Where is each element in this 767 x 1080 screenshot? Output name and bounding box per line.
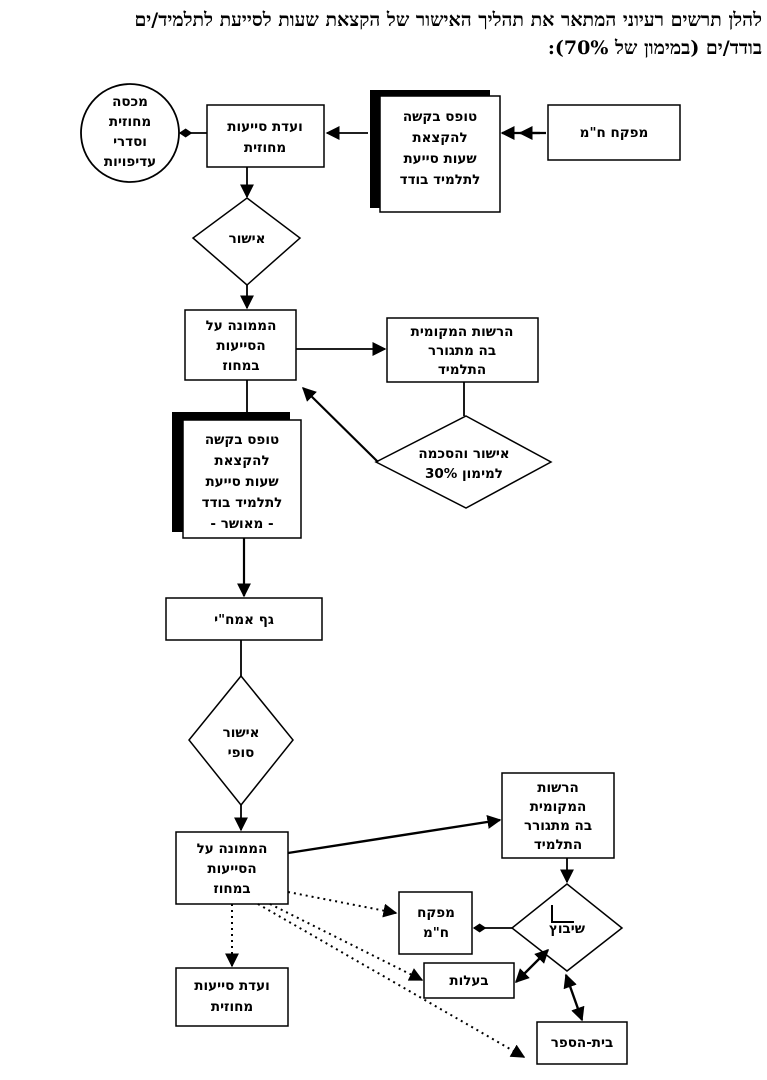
label-district-officer-1: הממונה על [206, 318, 277, 334]
label-final-approval-1: אישור [223, 725, 260, 741]
label-district-committee2-2: מחוזית [211, 999, 253, 1015]
arrow-placement-school [563, 973, 585, 1022]
dotted-officer2-to-supervisor [287, 891, 398, 918]
node-local-authority [386, 317, 539, 383]
label-local-authority2-1: הרשות [537, 780, 579, 796]
label-request-form-2: להקצאת [412, 130, 467, 146]
label-school: בית-הספר [551, 1035, 614, 1051]
dotted-officer2-to-employers [269, 903, 424, 981]
label-approval-1: אישור [229, 231, 266, 247]
label-approved-form-1: טופס בקשה [205, 432, 279, 448]
label-final-approval-2: סופי [228, 745, 255, 761]
label-district-officer2-2: הסייעות [207, 861, 256, 877]
label-quota-4: עדיפויות [104, 154, 156, 170]
node-district-officer [184, 309, 297, 381]
label-local-authority-1: הרשות המקומית [411, 324, 514, 340]
label-approved-form-5: - מאושר - [210, 516, 273, 532]
label-quota-1: מכסה [112, 94, 148, 110]
node-district-committee-2 [175, 967, 289, 1027]
label-district-officer-2: הסייעות [216, 338, 265, 354]
label-local-authority2-2: המקומית [530, 799, 587, 815]
label-district-committee-2: מחוזית [244, 140, 286, 156]
node-request-form [379, 95, 501, 213]
arrow-officer2-to-authority2 [287, 815, 502, 855]
title-line-1: להלן תרשים רעיוני המתאר את תהליך האישור … [134, 9, 762, 31]
label-district-officer2-3: במחוז [213, 881, 250, 897]
label-district-committee-1: ועדת סייעות [227, 119, 302, 135]
page-title: להלן תרשים רעיוני המתאר את תהליך האישור … [6, 6, 762, 62]
node-approval-30 [374, 415, 553, 509]
node-amah-body [165, 597, 323, 641]
node-approved-form [182, 419, 302, 539]
label-placement: שיבוץ [549, 921, 586, 937]
node-employers [423, 962, 515, 999]
label-approved-form-2: להקצאת [214, 453, 269, 469]
node-school [536, 1021, 628, 1065]
label-request-form-4: לתלמיד בודד [400, 172, 481, 188]
label-amah-body: גף אמח"י [214, 612, 274, 628]
label-approved-form-3: שעות סייעת [205, 474, 279, 490]
label-quota-3: וסדרי [113, 134, 147, 150]
label-local-authority2-3: בה מתגורר [524, 818, 592, 834]
label-request-form-1: טופס בקשה [403, 109, 477, 125]
node-district-committee [206, 104, 325, 168]
label-request-form-3: שעות סייעת [403, 151, 477, 167]
node-local-authority-2 [501, 772, 615, 859]
label-quota-2: מחוזית [109, 114, 151, 130]
node-supervisor-bottom [398, 891, 473, 955]
arrow-approval30-to-officer [302, 387, 379, 463]
label-district-officer-3: במחוז [222, 358, 259, 374]
label-approval30-1: אישור והסכמה [418, 446, 509, 462]
label-supervisor-bottom-2: ח"מ [423, 925, 449, 941]
label-employers: בעלות [449, 973, 488, 989]
label-district-officer2-1: הממונה על [197, 841, 268, 857]
arrow-placement-employers [515, 949, 549, 983]
label-local-authority-3: התלמיד [438, 362, 486, 378]
label-approved-form-4: לתלמיד בודד [202, 495, 283, 511]
node-district-officer-2 [175, 831, 289, 905]
label-local-authority2-4: התלמיד [534, 837, 582, 853]
title-line-2: בודד/ים (במימון של 70%): [547, 37, 762, 59]
label-approval30-2: למימון 30% [425, 466, 503, 482]
node-supervisor-top [547, 104, 681, 161]
label-district-committee2-1: ועדת סייעות [194, 978, 269, 994]
label-local-authority-2: בה מתגורר [428, 343, 496, 359]
placement-mark [551, 905, 574, 923]
label-supervisor-bottom-1: מפקח [417, 905, 455, 921]
label-supervisor-top: מפקח ח"מ [580, 125, 649, 141]
